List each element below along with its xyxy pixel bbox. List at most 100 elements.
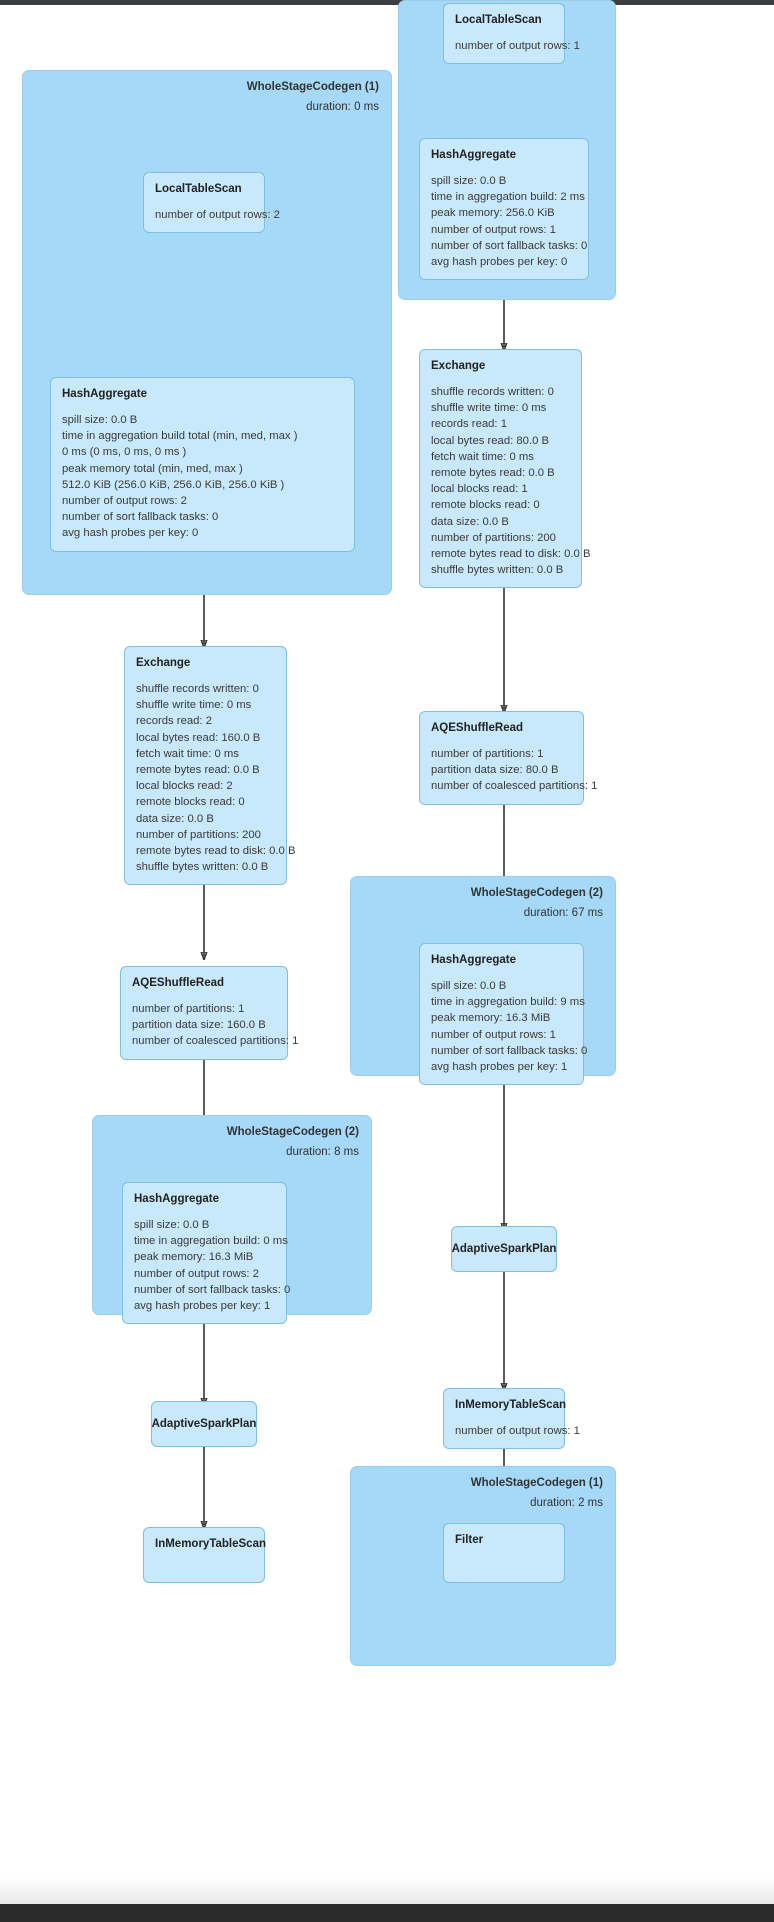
metric-row: number of output rows: 1	[431, 1028, 556, 1041]
metric-row: partition data size: 160.0 B	[132, 1019, 266, 1032]
node-metrics: spill size: 0.0 B time in aggregation bu…	[431, 173, 588, 270]
node-title: Filter	[455, 1534, 484, 1546]
metric-row: number of coalesced partitions: 1	[132, 1035, 299, 1048]
node-hashaggregate-right-1[interactable]: HashAggregate spill size: 0.0 B time in …	[419, 138, 589, 281]
metric-row: spill size: 0.0 B	[431, 175, 507, 187]
node-title: HashAggregate	[431, 149, 516, 161]
node-title: LocalTableScan	[155, 183, 242, 195]
node-localtablescan-right[interactable]: LocalTableScan number of output rows: 1	[443, 3, 580, 65]
metric-row: avg hash probes per key: 0	[431, 256, 568, 269]
metric-row: data size: 0.0 B	[431, 515, 509, 528]
node-adaptivesparkplan-right[interactable]: AdaptiveSparkPlan	[451, 1226, 557, 1272]
node-title: AdaptiveSparkPlan	[151, 1418, 257, 1430]
node-metrics: number of partitions: 1 partition data s…	[431, 746, 598, 795]
metric-row: remote bytes read: 0.0 B	[431, 467, 555, 480]
metric-row: peak memory total (min, med, max )	[62, 462, 243, 475]
metric-row: spill size: 0.0 B	[62, 414, 138, 426]
metric-row: remote bytes read to disk: 0.0 B	[431, 548, 591, 561]
metric-row: data size: 0.0 B	[136, 812, 214, 825]
metric-row: remote blocks read: 0	[431, 499, 540, 512]
metric-row: number of sort fallback tasks: 0	[431, 239, 588, 252]
node-title: LocalTableScan	[455, 14, 542, 26]
metric-row: partition data size: 80.0 B	[431, 764, 559, 777]
metric-row: remote bytes read to disk: 0.0 B	[136, 845, 296, 858]
metric-row: shuffle bytes written: 0.0 B	[136, 861, 269, 874]
window-chrome-top	[0, 0, 774, 5]
cluster-duration: duration: 67 ms	[523, 907, 603, 919]
cluster-duration: duration: 8 ms	[286, 1146, 359, 1158]
metric-row: records read: 1	[431, 418, 507, 431]
metric-row: time in aggregation build: 0 ms	[134, 1235, 288, 1248]
metric-row: time in aggregation build total (min, me…	[62, 430, 298, 443]
node-metrics: shuffle records written: 0 shuffle write…	[431, 384, 591, 578]
cluster-title: WholeStageCodegen (2)	[470, 887, 603, 899]
node-metrics: spill size: 0.0 B time in aggregation bu…	[134, 1217, 291, 1314]
node-metrics: shuffle records written: 0 shuffle write…	[136, 681, 296, 875]
bottom-fade	[0, 1878, 774, 1904]
node-inmemorytablescan-left[interactable]: InMemoryTableScan	[143, 1527, 266, 1583]
metric-row: records read: 2	[136, 715, 212, 728]
metric-row: fetch wait time: 0 ms	[136, 747, 239, 760]
node-metrics: number of output rows: 2	[155, 207, 280, 223]
window-chrome-bottom	[0, 1904, 774, 1922]
node-adaptivesparkplan-left[interactable]: AdaptiveSparkPlan	[151, 1401, 257, 1447]
node-title: AQEShuffleRead	[132, 977, 225, 989]
cluster-duration: duration: 2 ms	[530, 1497, 603, 1509]
metric-row: peak memory: 16.3 MiB	[134, 1251, 254, 1264]
node-metrics: number of output rows: 1	[455, 1423, 580, 1439]
metric-row: spill size: 0.0 B	[431, 980, 507, 992]
metric-row: avg hash probes per key: 1	[134, 1300, 271, 1313]
node-hashaggregate-left-2[interactable]: HashAggregate spill size: 0.0 B time in …	[122, 1182, 291, 1325]
metric-row: number of output rows: 2	[62, 495, 187, 508]
metric-row: spill size: 0.0 B	[134, 1219, 210, 1231]
metric-row: number of sort fallback tasks: 0	[62, 511, 219, 524]
node-metrics: number of output rows: 1	[455, 38, 580, 54]
node-exchange-right[interactable]: Exchange shuffle records written: 0 shuf…	[419, 349, 591, 589]
metric-row: 0 ms (0 ms, 0 ms, 0 ms )	[62, 446, 187, 459]
node-aqeshuffleread-left[interactable]: AQEShuffleRead number of partitions: 1 p…	[120, 966, 299, 1060]
node-hashaggregate-left-1[interactable]: HashAggregate spill size: 0.0 B time in …	[50, 377, 355, 552]
metric-row: shuffle write time: 0 ms	[136, 699, 252, 712]
node-title: InMemoryTableScan	[455, 1399, 566, 1411]
metric-row: number of output rows: 1	[455, 1425, 580, 1437]
metric-row: shuffle write time: 0 ms	[431, 402, 547, 415]
metric-row: remote bytes read: 0.0 B	[136, 764, 260, 777]
metric-row: number of partitions: 200	[136, 828, 261, 841]
node-title: AdaptiveSparkPlan	[451, 1243, 557, 1255]
metric-row: number of partitions: 1	[132, 1003, 245, 1015]
metric-row: fetch wait time: 0 ms	[431, 450, 534, 463]
node-exchange-left[interactable]: Exchange shuffle records written: 0 shuf…	[124, 646, 296, 886]
metric-row: avg hash probes per key: 0	[62, 527, 199, 540]
metric-row: number of coalesced partitions: 1	[431, 780, 598, 793]
metric-row: number of partitions: 200	[431, 531, 556, 544]
metric-row: remote blocks read: 0	[136, 796, 245, 809]
metric-row: number of output rows: 2	[155, 209, 280, 221]
node-filter-bottom[interactable]: Filter	[443, 1523, 565, 1583]
metric-row: shuffle records written: 0	[136, 683, 259, 695]
cluster-title: WholeStageCodegen (2)	[226, 1126, 359, 1138]
node-inmemorytablescan-right[interactable]: InMemoryTableScan number of output rows:…	[443, 1388, 580, 1450]
metric-row: local bytes read: 160.0 B	[136, 731, 261, 744]
metric-row: 512.0 KiB (256.0 KiB, 256.0 KiB, 256.0 K…	[62, 478, 285, 491]
node-hashaggregate-right-2[interactable]: HashAggregate spill size: 0.0 B time in …	[419, 943, 588, 1086]
metric-row: peak memory: 16.3 MiB	[431, 1012, 551, 1025]
cluster-title: WholeStageCodegen (1)	[470, 1477, 603, 1489]
node-title: AQEShuffleRead	[431, 722, 524, 734]
metric-row: local blocks read: 1	[431, 483, 528, 496]
metric-row: number of partitions: 1	[431, 748, 544, 760]
metric-row: time in aggregation build: 2 ms	[431, 191, 585, 204]
node-aqeshuffleread-right[interactable]: AQEShuffleRead number of partitions: 1 p…	[419, 711, 598, 805]
node-title: HashAggregate	[431, 954, 516, 966]
node-title: HashAggregate	[134, 1193, 219, 1205]
metric-row: number of sort fallback tasks: 0	[134, 1283, 291, 1296]
node-title: InMemoryTableScan	[155, 1538, 266, 1550]
metric-row: shuffle records written: 0	[431, 386, 554, 398]
node-metrics: spill size: 0.0 B time in aggregation bu…	[431, 978, 588, 1075]
node-localtablescan-left[interactable]: LocalTableScan number of output rows: 2	[143, 172, 280, 234]
metric-row: local bytes read: 80.0 B	[431, 434, 550, 447]
metric-row: number of sort fallback tasks: 0	[431, 1044, 588, 1057]
metric-row: shuffle bytes written: 0.0 B	[431, 564, 564, 577]
cluster-duration: duration: 0 ms	[306, 101, 379, 113]
metric-row: avg hash probes per key: 1	[431, 1061, 568, 1074]
